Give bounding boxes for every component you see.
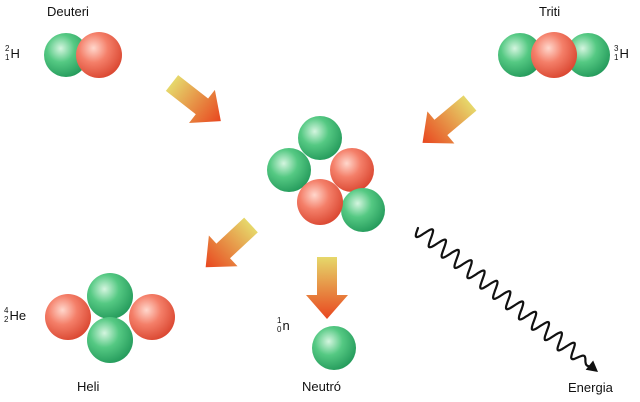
arrow-tritium-in — [409, 86, 484, 159]
proton-particle — [45, 294, 91, 340]
deuterium-label: Deuteri — [47, 4, 89, 19]
element-symbol: He — [9, 307, 27, 323]
energy-wave-icon — [414, 226, 598, 372]
neutron-particle — [341, 188, 385, 232]
neutron-particle — [566, 33, 610, 77]
mass-number: 1 — [277, 316, 282, 325]
arrow-neutron-out — [306, 257, 348, 319]
neutron-particle — [267, 148, 311, 192]
proton-particle — [330, 148, 374, 192]
proton-particle — [531, 32, 577, 78]
mass-number: 3 — [614, 44, 619, 53]
energy-label: Energia — [568, 380, 613, 395]
free-neutron-particle — [312, 326, 356, 370]
element-symbol: n — [282, 317, 290, 333]
neutron-particle — [87, 273, 133, 319]
element-symbol: H — [619, 45, 629, 61]
atomic-number: 1 — [614, 53, 619, 62]
deuterium-nucleus — [44, 32, 122, 78]
proton-particle — [297, 179, 343, 225]
atomic-number: 0 — [277, 325, 282, 334]
element-symbol: H — [10, 45, 20, 61]
neutron-label: Neutró — [302, 379, 342, 394]
proton-particle — [129, 294, 175, 340]
neutron-particle — [44, 33, 88, 77]
arrow-deuterium-in — [159, 66, 234, 138]
atomic-number: 2 — [4, 315, 9, 324]
helium-nucleus — [45, 273, 175, 363]
tritium-nucleus — [498, 32, 610, 78]
neutron-particle — [87, 317, 133, 363]
tritium-label: Triti — [539, 4, 561, 19]
helium-label: Heli — [77, 379, 100, 394]
compound-nucleus — [267, 116, 385, 232]
proton-particle — [76, 32, 122, 78]
neutron-particle — [298, 116, 342, 160]
mass-number: 2 — [5, 44, 10, 53]
atomic-number: 1 — [5, 53, 10, 62]
arrow-helium-out — [191, 209, 266, 283]
neutron-particle — [498, 33, 542, 77]
mass-number: 4 — [4, 306, 9, 315]
